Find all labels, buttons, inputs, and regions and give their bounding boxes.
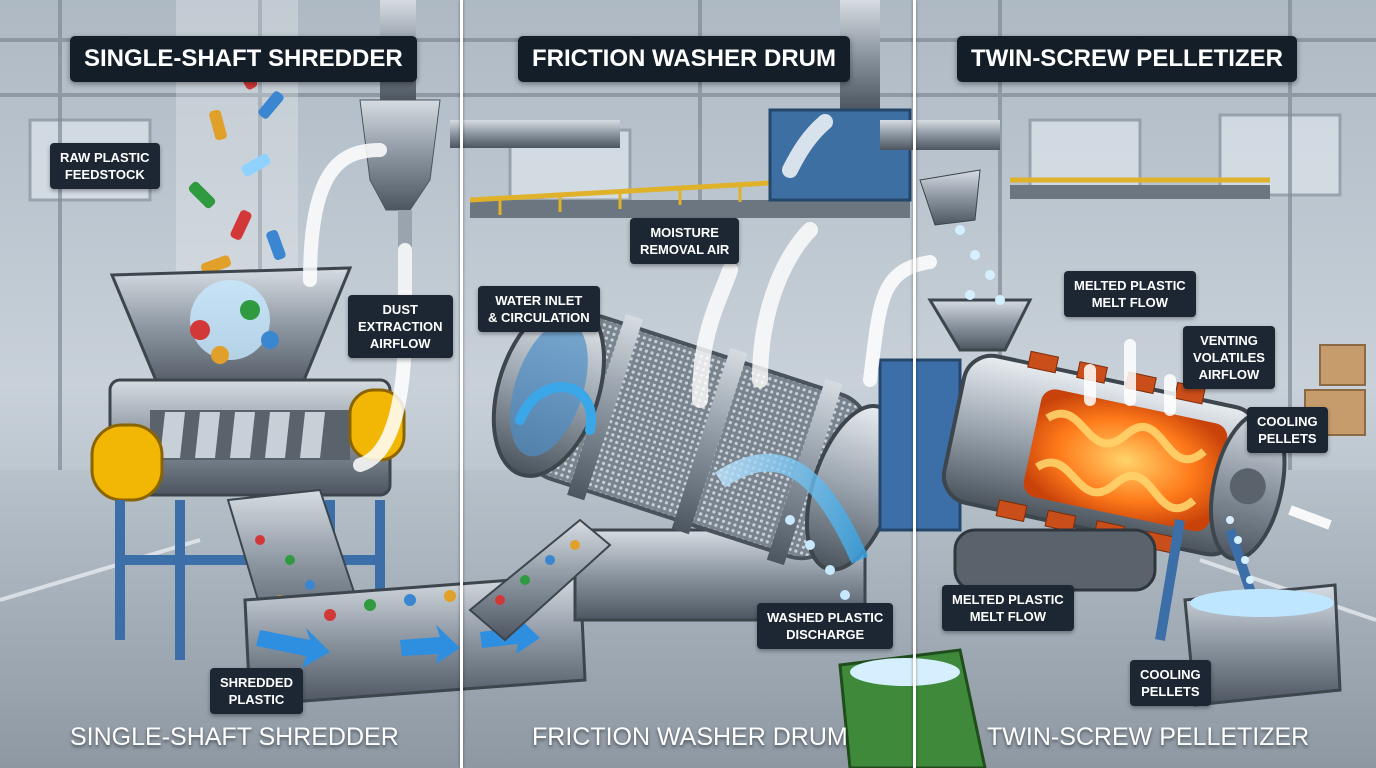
panel-divider-2 [913,0,916,768]
shredder-machine [90,0,587,707]
water-swirl [515,382,597,435]
washed-flakes-stream [785,515,850,600]
melt-zone [1023,389,1228,532]
hopper-plastic [190,280,279,364]
flow-arrows-blue [256,615,540,668]
water-splash [715,453,869,564]
feed-pellets [955,225,1005,305]
pellets-in-bin [1190,589,1334,617]
boxes [1304,344,1366,436]
gearbox [953,528,1157,592]
label-dust-extraction-airflow: DUST EXTRACTION AIRFLOW [348,295,453,358]
panel-divider-1 [460,0,463,768]
bottom-title-pelletizer: Twin-Screw Pelletizer [987,723,1310,751]
chute-flakes [495,540,580,605]
shredder-rotor [150,410,350,460]
motor-coupling-left [90,423,164,502]
label-washed-plastic-discharge: WASHED PLASTIC DISCHARGE [757,603,894,649]
label-cooling-pellets-bottom: COOLING PELLETS [1130,660,1211,706]
pellet-exit-arrow [1288,505,1332,530]
panel-title-pelletizer: Twin-Screw Pelletizer [957,36,1297,82]
venting-arrows [1084,339,1176,416]
screw-flights [1034,409,1207,513]
twin-screw-pelletizer [878,169,1366,707]
extruder-drive [878,358,962,532]
friction-washer-drum [468,299,987,768]
label-melted-plastic-top: MELTED PLASTIC MELT FLOW [1064,271,1196,317]
green-collection-bin [838,648,987,768]
bottom-title-shredder: Single-Shaft Shredder [70,723,399,751]
feed-spout [919,169,981,226]
label-melted-plastic-bottom: MELTED PLASTIC MELT FLOW [942,585,1074,631]
label-raw-plastic-feedstock: RAW PLASTIC FEEDSTOCK [50,143,160,189]
label-water-inlet-circulation: WATER INLET & CIRCULATION [478,286,600,332]
label-moisture-removal-air: MOISTURE REMOVAL AIR [630,218,740,264]
label-shredded-plastic: SHREDDED PLASTIC [210,668,303,714]
mezzanine-walkway [469,172,1270,218]
label-venting-volatiles: VENTING VOLATILES AIRFLOW [1183,326,1275,389]
bottom-title-washer: Friction Washer Drum [532,723,848,751]
panel-title-shredder: Single-Shaft Shredder [70,36,417,82]
moisture-airflow-arrows [692,114,833,408]
label-cooling-pellets-top: COOLING PELLETS [1247,407,1328,453]
panel-title-washer: Friction Washer Drum [518,36,850,82]
